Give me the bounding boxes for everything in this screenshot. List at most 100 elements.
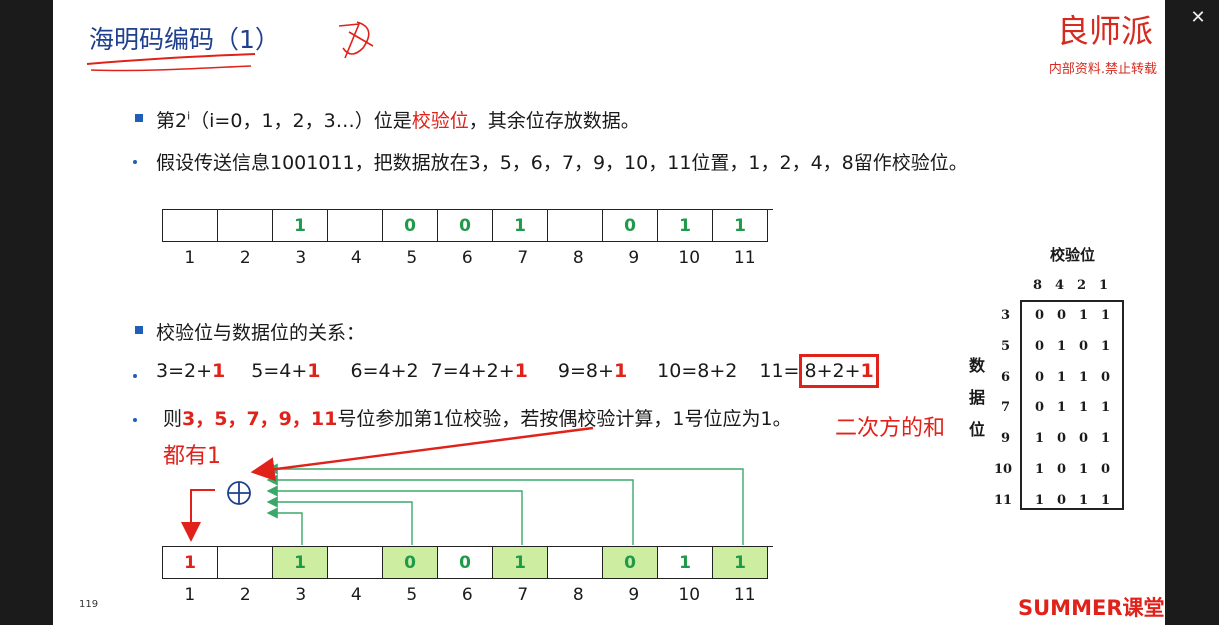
bit-cell-11: 1 [713,547,768,579]
matrix-header-cell: 1 [1099,278,1109,293]
bit-cell-8 [548,547,603,579]
matrix-bit: 0 [1057,492,1067,508]
matrix-bit: 1 [1079,492,1089,508]
bit-index-label: 9 [628,248,640,268]
matrix-bit: 0 [1079,338,1089,354]
matrix-bit: 1 [1101,338,1111,354]
matrix-row-label: 9 [1001,431,1011,447]
bit-index-label: 2 [239,585,251,605]
matrix-header-cell: 2 [1077,278,1087,293]
close-button[interactable]: ✕ [1187,6,1209,28]
bit-index-label: 9 [628,585,640,605]
superscript: i [187,109,191,123]
matrix-bit: 1 [1079,400,1089,416]
close-icon: ✕ [1190,6,1206,28]
bit-index-label: 4 [350,585,362,605]
bit-cell-9: 0 [603,547,658,579]
matrix-bit: 0 [1101,462,1111,477]
bit-cell-3: 1 [273,210,328,242]
matrix-bit: 1 [1079,369,1089,385]
bullet-dot [133,418,137,422]
bit-index-label: 6 [461,585,473,605]
matrix-bit: 1 [1101,308,1111,323]
bit-cell-4 [328,210,383,242]
bit-index-label: 5 [406,248,418,268]
matrix-bit: 0 [1057,308,1067,323]
parity-bit-definition: 第2i（i=0，1，2，3…）位是校验位，其余位存放数据。 [156,106,640,133]
footer-brand-logo: SUMMER课堂 [1018,596,1165,620]
brand-logo: 良师派 [1056,12,1153,50]
matrix-bit: 0 [1035,308,1045,323]
matrix-header-cell: 8 [1033,278,1043,293]
slide: 海明码编码（1） 良师派 内部资料.禁止转载 第2i（i=0，1，2，3…）位是… [53,0,1165,625]
matrix-bit: 1 [1079,308,1089,323]
bullet-square [135,326,143,334]
relations-line: 3=2+1 5=4+1 6=4+2 7=4+2+1 9=8+1 10=8+2 11=8+2+… [156,354,879,388]
matrix-bit: 0 [1035,369,1045,385]
matrix-bit: 0 [1079,431,1089,447]
matrix-bit: 1 [1057,369,1067,385]
bit-index-label: 7 [517,585,529,605]
bit-cell-2 [218,547,273,579]
matrix-bit: 0 [1057,462,1067,477]
data-placement-text: 假设传送信息1001011，把数据放在3，5，6，7，9，10，11位置，1，2… [156,152,968,174]
matrix-row-label: 5 [1001,338,1011,354]
text-part: ，其余位存放数据。 [468,110,640,132]
bit-index-label: 3 [295,585,307,605]
bit-cell-4 [328,547,383,579]
relation-item: 11=8+2+1 [759,354,879,388]
matrix-header-cell: 4 [1055,278,1065,293]
xor-connection-diagram [181,426,744,545]
handwritten-note: 都有1 [163,444,221,469]
bit-index-label: 11 [733,248,756,268]
matrix-bit: 1 [1035,492,1045,508]
matrix-row-label: 7 [1001,400,1011,416]
bit-index-label: 1 [184,585,196,605]
matrix-frame [1020,300,1124,510]
relation-item: 7=4+2+1 [430,360,528,382]
bullet-dot [133,374,137,378]
bit-cell-6: 0 [438,547,493,579]
relation-item: 9=8+1 [557,360,628,382]
handwritten-note: 二次方的和 [835,416,946,441]
bit-cell-1: 1 [163,547,218,579]
bit-cell-2 [218,210,273,242]
parity-rule-text: 则3，5，7，9，11号位参加第1位校验，若按偶校验计算，1号位应为1。 [163,408,792,430]
matrix-bit: 1 [1079,462,1089,477]
red-feedback-arrow [181,489,215,542]
bit-index-label: 4 [350,248,362,268]
bit-cell-10: 1 [658,547,713,579]
bit-index-label: 1 [184,248,196,268]
red-pointer-arrow [250,426,594,482]
bit-cell-6: 0 [438,210,493,242]
bit-cell-1 [163,210,218,242]
bit-index-label: 2 [239,248,251,268]
matrix-bit: 1 [1101,431,1111,447]
title-underline-scribble [86,53,256,72]
matrix-bit: 0 [1035,338,1045,354]
bit-index-label: 7 [517,248,529,268]
bit-index-label: 10 [678,585,701,605]
relation-item: 6=4+2 [350,360,419,382]
relation-item: 5=4+1 [251,360,321,382]
highlight-text: 校验位 [411,110,469,132]
bit-index-label: 8 [572,585,584,605]
matrix-row-label: 3 [1001,308,1011,323]
bullet-square [135,114,143,122]
green-arrows [266,463,744,545]
bit-cell-10: 1 [658,210,713,242]
xor-icon [227,481,251,505]
star-scribble-icon [338,21,374,59]
relation-item: 3=2+1 [156,360,226,382]
bit-cell-5: 0 [383,547,438,579]
bit-index-label: 10 [678,248,701,268]
matrix-bit: 1 [1101,400,1111,416]
matrix-bit: 0 [1101,369,1111,385]
bit-cell-7: 1 [493,547,548,579]
relation-item: 10=8+2 [657,360,738,382]
